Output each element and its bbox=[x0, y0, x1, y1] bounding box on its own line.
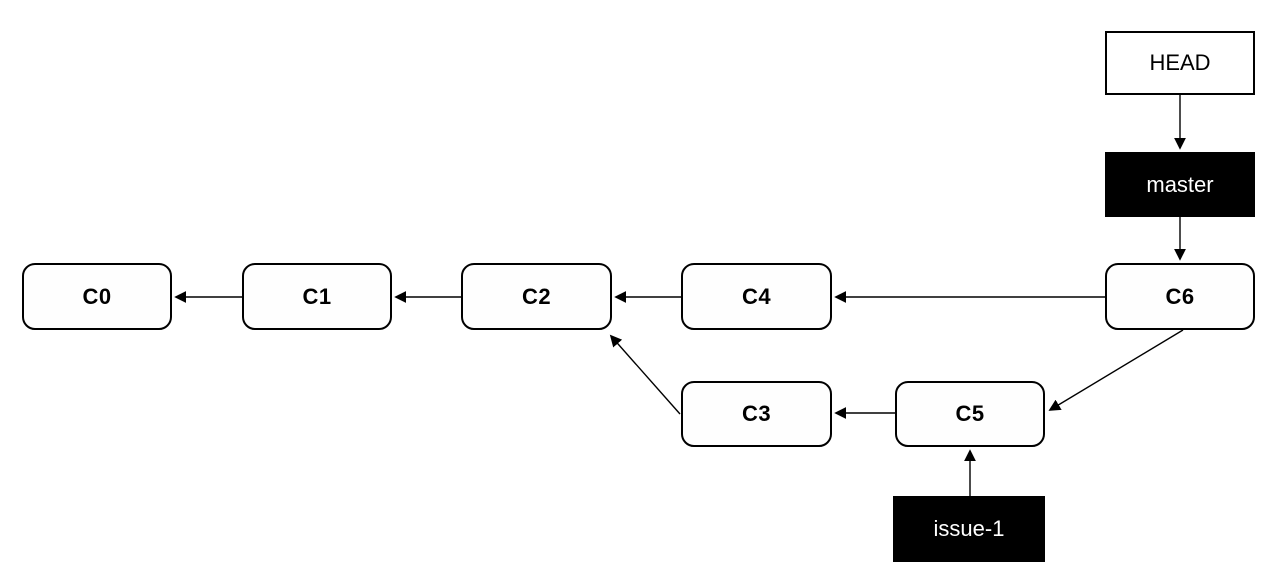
commit-label-c5: C5 bbox=[955, 401, 985, 426]
commit-node-c3: C3 bbox=[681, 381, 832, 447]
ref-label-issue-1: issue-1 bbox=[933, 516, 1005, 541]
commit-node-c2: C2 bbox=[461, 263, 612, 330]
commit-label-c6: C6 bbox=[1165, 283, 1195, 309]
commit-label-c4: C4 bbox=[741, 283, 772, 309]
edge-c6-c5 bbox=[1048, 329, 1184, 411]
commit-label-c3: C3 bbox=[741, 401, 772, 426]
edge-c3-c2 bbox=[609, 334, 681, 415]
commit-node-c1: C1 bbox=[242, 263, 392, 330]
ref-node-head: HEAD bbox=[1105, 31, 1255, 95]
ref-label-master: master bbox=[1146, 171, 1214, 197]
ref-label-head: HEAD bbox=[1149, 50, 1211, 75]
commit-label-c2: C2 bbox=[521, 283, 552, 309]
commit-node-c5: C5 bbox=[895, 381, 1045, 447]
ref-node-master: master bbox=[1105, 152, 1255, 217]
ref-node-issue-1: issue-1 bbox=[893, 496, 1045, 562]
commit-node-c6: C6 bbox=[1105, 263, 1255, 330]
commit-label-c0: C0 bbox=[82, 283, 112, 309]
commit-label-c1: C1 bbox=[302, 283, 332, 309]
commit-node-c4: C4 bbox=[681, 263, 832, 330]
commit-node-c0: C0 bbox=[22, 263, 172, 330]
